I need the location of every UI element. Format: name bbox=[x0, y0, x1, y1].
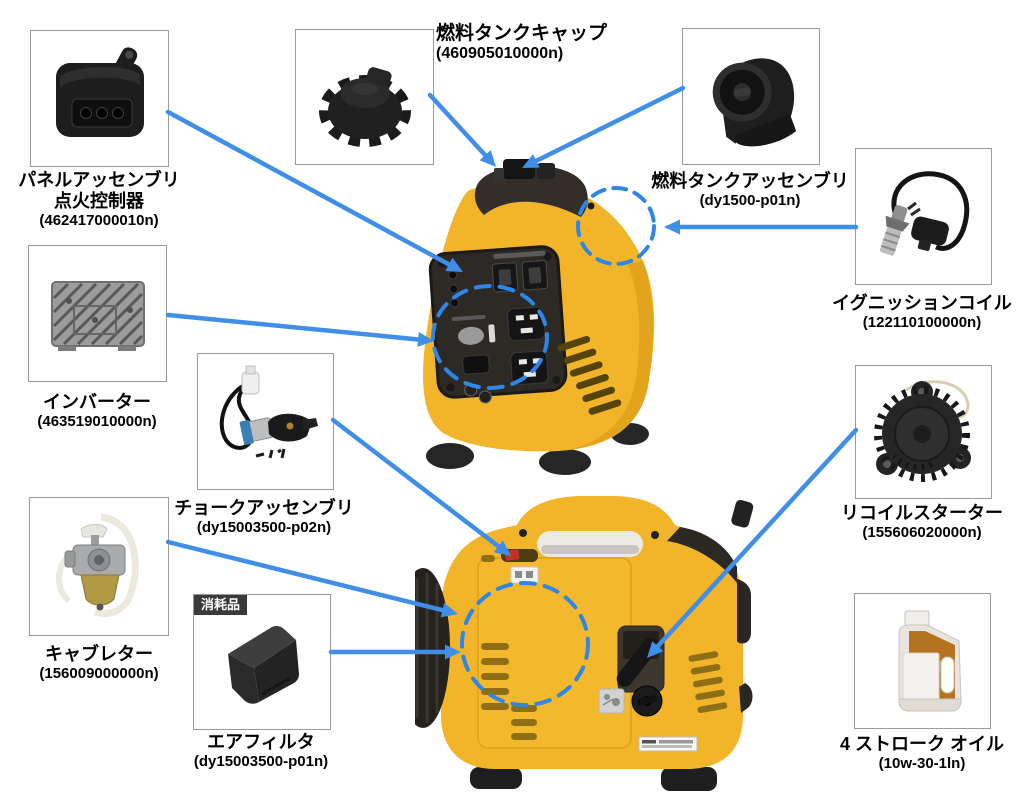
arrow-ignition-coil-head bbox=[664, 219, 680, 235]
panel-assembly-photo bbox=[55, 46, 144, 137]
label-oil: 4 ストローク オイル (10w-30-1ln) bbox=[839, 734, 1004, 773]
part-box-oil bbox=[854, 593, 991, 729]
label-fuel-cap: 燃料タンクキャップ (460905010000n) bbox=[436, 23, 608, 63]
part-box-ignition-coil bbox=[855, 148, 992, 285]
oil-bottle-photo bbox=[898, 610, 962, 712]
part-box-fuel-tank-assembly bbox=[682, 28, 820, 165]
consumable-badge: 消耗品 bbox=[194, 595, 248, 615]
label-carburetor: キャブレター (156009000000n) bbox=[39, 644, 159, 683]
ignition-coil-photo bbox=[879, 170, 969, 256]
label-recoil-starter: リコイルスターター (155606020000n) bbox=[841, 503, 1003, 542]
part-box-carburetor bbox=[29, 497, 169, 636]
carburetor-photo bbox=[56, 513, 139, 617]
label-air-filter: エアフィルタ (dy15003500-p01n) bbox=[193, 732, 329, 771]
generator-side-view-photo bbox=[415, 496, 754, 791]
recoil-starter-photo bbox=[873, 380, 971, 482]
part-box-air-filter: 消耗品 bbox=[193, 594, 331, 730]
label-choke-assembly: チョークアッセンブリ (dy15003500-p02n) bbox=[174, 498, 354, 537]
part-box-recoil-starter bbox=[855, 365, 992, 499]
part-box-panel-assembly bbox=[30, 30, 169, 167]
label-fuel-tank-assembly: 燃料タンクアッセンブリ (dy1500-p01n) bbox=[651, 171, 849, 210]
fuel-cap-photo bbox=[318, 67, 411, 147]
label-inverter: インバーター (463519010000n) bbox=[37, 392, 157, 431]
generator-front-view-photo bbox=[423, 159, 655, 475]
label-ignition-coil: イグニッションコイル (122110100000n) bbox=[832, 293, 1012, 332]
label-panel-assembly: パネルアッセンブリ 点火控制器 (462417000010n) bbox=[18, 170, 180, 230]
part-box-fuel-cap bbox=[295, 29, 434, 165]
choke-assembly-photo bbox=[219, 365, 318, 458]
part-box-choke-assembly bbox=[197, 353, 334, 490]
part-box-inverter bbox=[28, 245, 167, 382]
inverter-photo bbox=[50, 280, 145, 351]
fuel-tank-assembly-photo bbox=[712, 58, 797, 146]
air-filter-photo bbox=[228, 625, 299, 704]
arrow-inverter bbox=[165, 312, 425, 343]
